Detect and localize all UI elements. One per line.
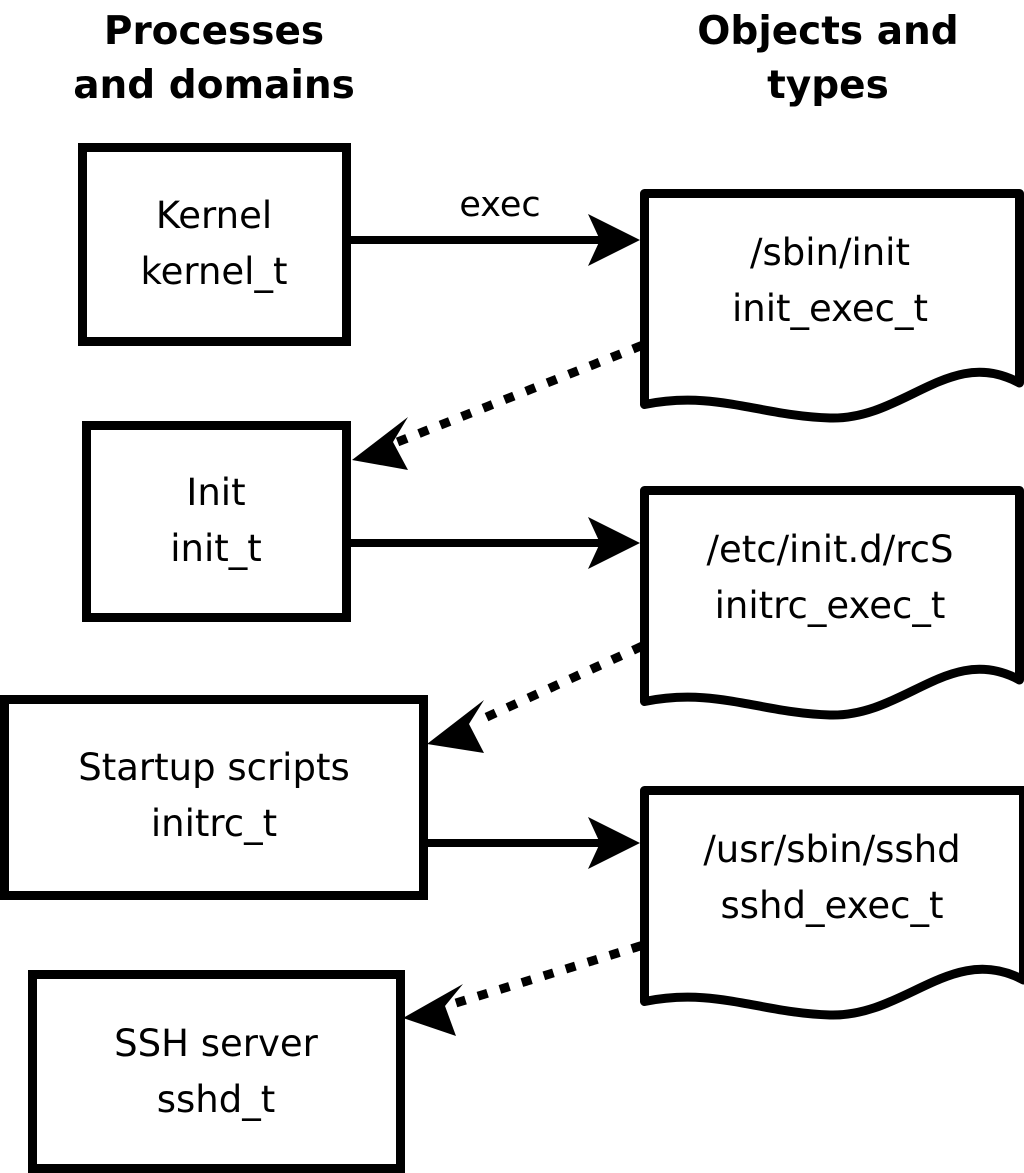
process-node-kernel-type: kernel_t bbox=[141, 250, 288, 293]
edge-initrc-exec-transition-initrc[interactable] bbox=[427, 642, 644, 753]
edge-initrc-sshd-arrowhead bbox=[588, 817, 640, 869]
process-node-startup-scripts[interactable]: Startup scripts initrc_t bbox=[0, 695, 428, 900]
edge-sshd-exec-transition-line bbox=[450, 941, 643, 1009]
edge-init-exec-transition-init[interactable] bbox=[352, 341, 644, 470]
object-node-sshd-exec-document-shape bbox=[640, 786, 1024, 1020]
process-node-init-name: Init bbox=[186, 471, 245, 514]
edge-label-exec: exec bbox=[459, 185, 540, 225]
edge-sshd-exec-transition-sshd[interactable] bbox=[403, 941, 643, 1036]
edge-init-initrc-arrowhead bbox=[588, 517, 640, 569]
process-node-init-box bbox=[82, 421, 351, 622]
object-node-sshd-exec[interactable]: /usr/sbin/sshd sshd_exec_t bbox=[640, 786, 1024, 1020]
edge-kernel-exec-init-exec[interactable]: exec bbox=[347, 185, 640, 266]
process-node-startup-scripts-type: initrc_t bbox=[151, 802, 277, 845]
process-node-init[interactable]: Init init_t bbox=[82, 421, 351, 622]
edge-initrc-exec-transition-arrowhead bbox=[427, 700, 484, 753]
edge-initrc-exec-sshd-exec[interactable] bbox=[422, 817, 640, 869]
edge-init-exec-transition-arrowhead bbox=[352, 417, 408, 470]
column-header-processes: Processes and domains bbox=[73, 9, 355, 108]
process-node-kernel[interactable]: Kernel kernel_t bbox=[78, 143, 351, 346]
object-node-init-exec[interactable]: /sbin/init init_exec_t bbox=[640, 189, 1024, 423]
object-node-init-exec-path: /sbin/init bbox=[750, 231, 910, 274]
objects-header-line1: Objects and bbox=[697, 9, 958, 54]
edge-sshd-exec-transition-arrowhead bbox=[403, 984, 463, 1036]
process-node-startup-scripts-name: Startup scripts bbox=[78, 746, 349, 789]
edge-init-exec-transition-line bbox=[394, 341, 644, 447]
edge-kernel-exec-arrowhead bbox=[588, 214, 640, 266]
process-node-kernel-name: Kernel bbox=[156, 194, 272, 237]
processes-header-line2: and domains bbox=[73, 63, 355, 108]
process-node-ssh-server-type: sshd_t bbox=[157, 1078, 276, 1121]
object-node-initrc-exec-path: /etc/init.d/rcS bbox=[706, 528, 953, 571]
object-node-init-exec-document-shape bbox=[640, 189, 1024, 423]
object-node-init-exec-type: init_exec_t bbox=[732, 287, 928, 330]
edge-initrc-exec-transition-line bbox=[472, 642, 644, 727]
object-node-sshd-exec-path: /usr/sbin/sshd bbox=[703, 828, 960, 871]
process-node-ssh-server[interactable]: SSH server sshd_t bbox=[28, 970, 405, 1173]
column-header-objects: Objects and types bbox=[697, 9, 958, 108]
process-node-ssh-server-name: SSH server bbox=[114, 1022, 318, 1065]
objects-header-line2: types bbox=[767, 63, 889, 108]
edge-init-exec-initrc-exec[interactable] bbox=[345, 517, 640, 569]
object-node-initrc-exec-type: initrc_exec_t bbox=[715, 584, 946, 627]
process-node-startup-scripts-box bbox=[0, 695, 428, 900]
object-node-initrc-exec[interactable]: /etc/init.d/rcS initrc_exec_t bbox=[640, 486, 1024, 720]
process-node-ssh-server-box bbox=[28, 970, 405, 1173]
processes-header-line1: Processes bbox=[104, 9, 324, 54]
process-node-kernel-box bbox=[78, 143, 351, 346]
object-node-sshd-exec-type: sshd_exec_t bbox=[721, 884, 944, 927]
process-node-init-type: init_t bbox=[170, 527, 262, 570]
object-node-initrc-exec-document-shape bbox=[640, 486, 1024, 720]
